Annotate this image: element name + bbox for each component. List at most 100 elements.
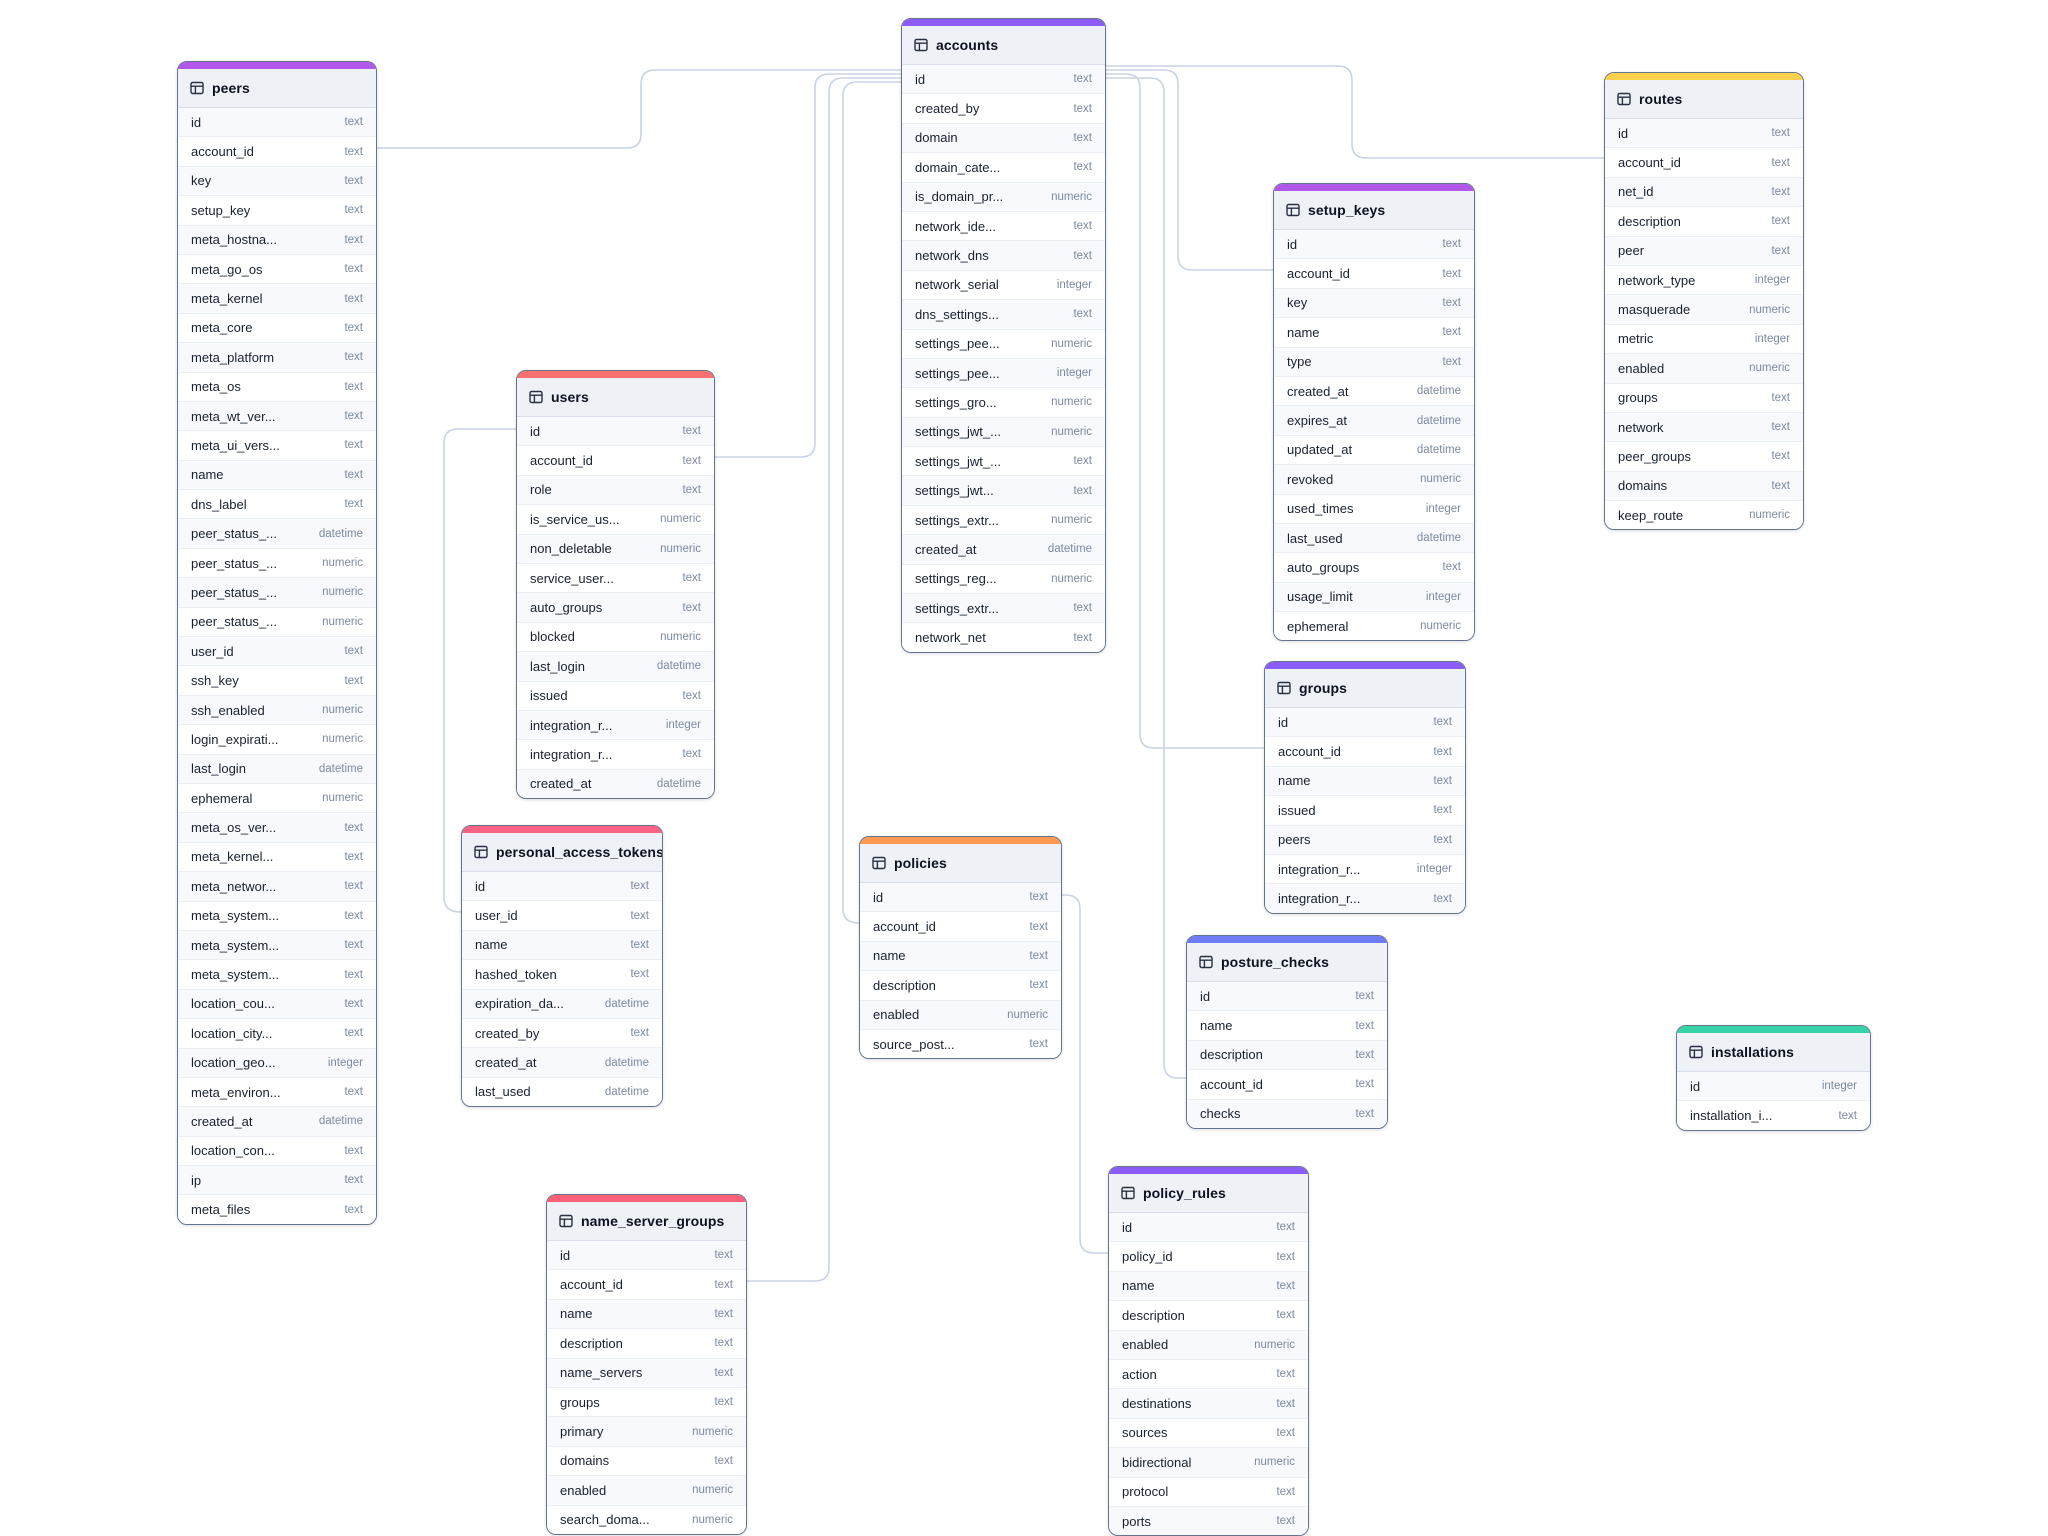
field-row[interactable]: peer_status_... datetime <box>178 519 376 549</box>
field-row[interactable]: location_city... text <box>178 1019 376 1049</box>
table-header[interactable]: groups <box>1265 669 1465 708</box>
table-header[interactable]: routes <box>1605 80 1803 119</box>
field-row[interactable]: meta_os text <box>178 372 376 402</box>
field-row[interactable]: meta_core text <box>178 313 376 344</box>
field-row[interactable]: description text <box>860 971 1061 1001</box>
field-row[interactable]: ssh_enabled numeric <box>178 695 376 726</box>
field-row[interactable]: search_doma... numeric <box>547 1505 746 1534</box>
field-row[interactable]: peer_status_... numeric <box>178 578 376 608</box>
field-row[interactable]: id text <box>178 108 376 138</box>
field-row[interactable]: meta_kernel... text <box>178 842 376 873</box>
table-header[interactable]: personal_access_tokens <box>462 833 662 872</box>
field-row[interactable]: meta_go_os text <box>178 254 376 285</box>
field-row[interactable]: network_net text <box>902 623 1105 652</box>
field-row[interactable]: settings_jwt... text <box>902 476 1105 506</box>
field-row[interactable]: description text <box>547 1329 746 1359</box>
table-header[interactable]: setup_keys <box>1274 191 1474 230</box>
field-row[interactable]: last_used datetime <box>1274 523 1474 554</box>
field-row[interactable]: location_geo... integer <box>178 1048 376 1078</box>
field-row[interactable]: role text <box>517 475 714 506</box>
field-row[interactable]: settings_reg... numeric <box>902 564 1105 595</box>
field-row[interactable]: blocked numeric <box>517 622 714 653</box>
table-header[interactable]: policy_rules <box>1109 1174 1308 1213</box>
field-row[interactable]: domain text <box>902 123 1105 154</box>
field-row[interactable]: ephemeral numeric <box>1274 612 1474 641</box>
field-row[interactable]: settings_extr... numeric <box>902 505 1105 536</box>
field-row[interactable]: network_ide... text <box>902 211 1105 242</box>
field-row[interactable]: meta_kernel text <box>178 284 376 314</box>
field-row[interactable]: id text <box>902 65 1105 95</box>
field-row[interactable]: network_serial integer <box>902 270 1105 301</box>
field-row[interactable]: hashed_token text <box>462 960 662 990</box>
field-row[interactable]: meta_networ... text <box>178 872 376 902</box>
field-row[interactable]: enabled numeric <box>1109 1330 1308 1360</box>
field-row[interactable]: user_id text <box>462 901 662 931</box>
field-row[interactable]: meta_hostna... text <box>178 225 376 255</box>
field-row[interactable]: name_servers text <box>547 1358 746 1388</box>
table-card-posture_checks[interactable]: posture_checks id text name text descrip… <box>1186 935 1388 1129</box>
field-row[interactable]: id text <box>517 417 714 447</box>
field-row[interactable]: meta_environ... text <box>178 1077 376 1108</box>
field-row[interactable]: type text <box>1274 347 1474 377</box>
table-card-users[interactable]: users id text account_id text role text … <box>516 370 715 800</box>
field-row[interactable]: bidirectional numeric <box>1109 1448 1308 1478</box>
table-card-personal_access_tokens[interactable]: personal_access_tokens id text user_id t… <box>461 825 663 1108</box>
field-row[interactable]: peer_status_... numeric <box>178 548 376 579</box>
field-row[interactable]: meta_ui_vers... text <box>178 431 376 461</box>
field-row[interactable]: description text <box>1605 207 1803 237</box>
field-row[interactable]: auto_groups text <box>517 593 714 623</box>
table-header[interactable]: name_server_groups <box>547 1202 746 1241</box>
table-header[interactable]: users <box>517 378 714 417</box>
field-row[interactable]: destinations text <box>1109 1389 1308 1419</box>
table-card-name_server_groups[interactable]: name_server_groups id text account_id te… <box>546 1194 747 1535</box>
table-card-policy_rules[interactable]: policy_rules id text policy_id text name… <box>1108 1166 1309 1536</box>
field-row[interactable]: domains text <box>1605 471 1803 502</box>
field-row[interactable]: description text <box>1187 1040 1387 1071</box>
field-row[interactable]: dns_settings... text <box>902 300 1105 330</box>
field-row[interactable]: id text <box>1605 119 1803 149</box>
field-row[interactable]: created_at datetime <box>462 1048 662 1078</box>
field-row[interactable]: meta_system... text <box>178 901 376 931</box>
field-row[interactable]: expiration_da... datetime <box>462 989 662 1019</box>
field-row[interactable]: name text <box>860 941 1061 972</box>
field-row[interactable]: groups text <box>1605 383 1803 413</box>
field-row[interactable]: name text <box>1265 766 1465 797</box>
field-row[interactable]: account_id text <box>1265 737 1465 767</box>
field-row[interactable]: key text <box>1274 288 1474 319</box>
field-row[interactable]: id text <box>1187 982 1387 1012</box>
field-row[interactable]: checks text <box>1187 1099 1387 1128</box>
field-row[interactable]: created_at datetime <box>178 1107 376 1137</box>
field-row[interactable]: integration_r... integer <box>517 710 714 741</box>
field-row[interactable]: name text <box>178 460 376 491</box>
field-row[interactable]: location_cou... text <box>178 989 376 1020</box>
field-row[interactable]: metric integer <box>1605 324 1803 355</box>
field-row[interactable]: settings_gro... numeric <box>902 388 1105 418</box>
field-row[interactable]: non_deletable numeric <box>517 534 714 564</box>
field-row[interactable]: meta_files text <box>178 1195 376 1224</box>
field-row[interactable]: enabled numeric <box>860 1000 1061 1030</box>
field-row[interactable]: name text <box>1274 318 1474 348</box>
field-row[interactable]: primary numeric <box>547 1417 746 1447</box>
field-row[interactable]: policy_id text <box>1109 1242 1308 1272</box>
table-card-policies[interactable]: policies id text account_id text name te… <box>859 836 1062 1060</box>
field-row[interactable]: name text <box>1187 1011 1387 1041</box>
field-row[interactable]: id integer <box>1677 1072 1870 1102</box>
field-row[interactable]: domain_cate... text <box>902 153 1105 183</box>
field-row[interactable]: used_times integer <box>1274 494 1474 524</box>
field-row[interactable]: peer text <box>1605 236 1803 266</box>
field-row[interactable]: enabled numeric <box>1605 354 1803 384</box>
field-row[interactable]: ssh_key text <box>178 666 376 696</box>
field-row[interactable]: service_user... text <box>517 563 714 594</box>
field-row[interactable]: account_id text <box>547 1270 746 1300</box>
field-row[interactable]: id text <box>547 1241 746 1271</box>
field-row[interactable]: account_id text <box>1605 148 1803 178</box>
field-row[interactable]: id text <box>462 872 662 902</box>
field-row[interactable]: network_dns text <box>902 241 1105 271</box>
field-row[interactable]: account_id text <box>1187 1070 1387 1100</box>
field-row[interactable]: integration_r... text <box>1265 884 1465 913</box>
field-row[interactable]: integration_r... integer <box>1265 854 1465 885</box>
field-row[interactable]: created_by text <box>902 94 1105 124</box>
table-card-setup_keys[interactable]: setup_keys id text account_id text key t… <box>1273 183 1475 642</box>
table-card-groups[interactable]: groups id text account_id text name text… <box>1264 661 1466 914</box>
field-row[interactable]: last_login datetime <box>178 754 376 784</box>
